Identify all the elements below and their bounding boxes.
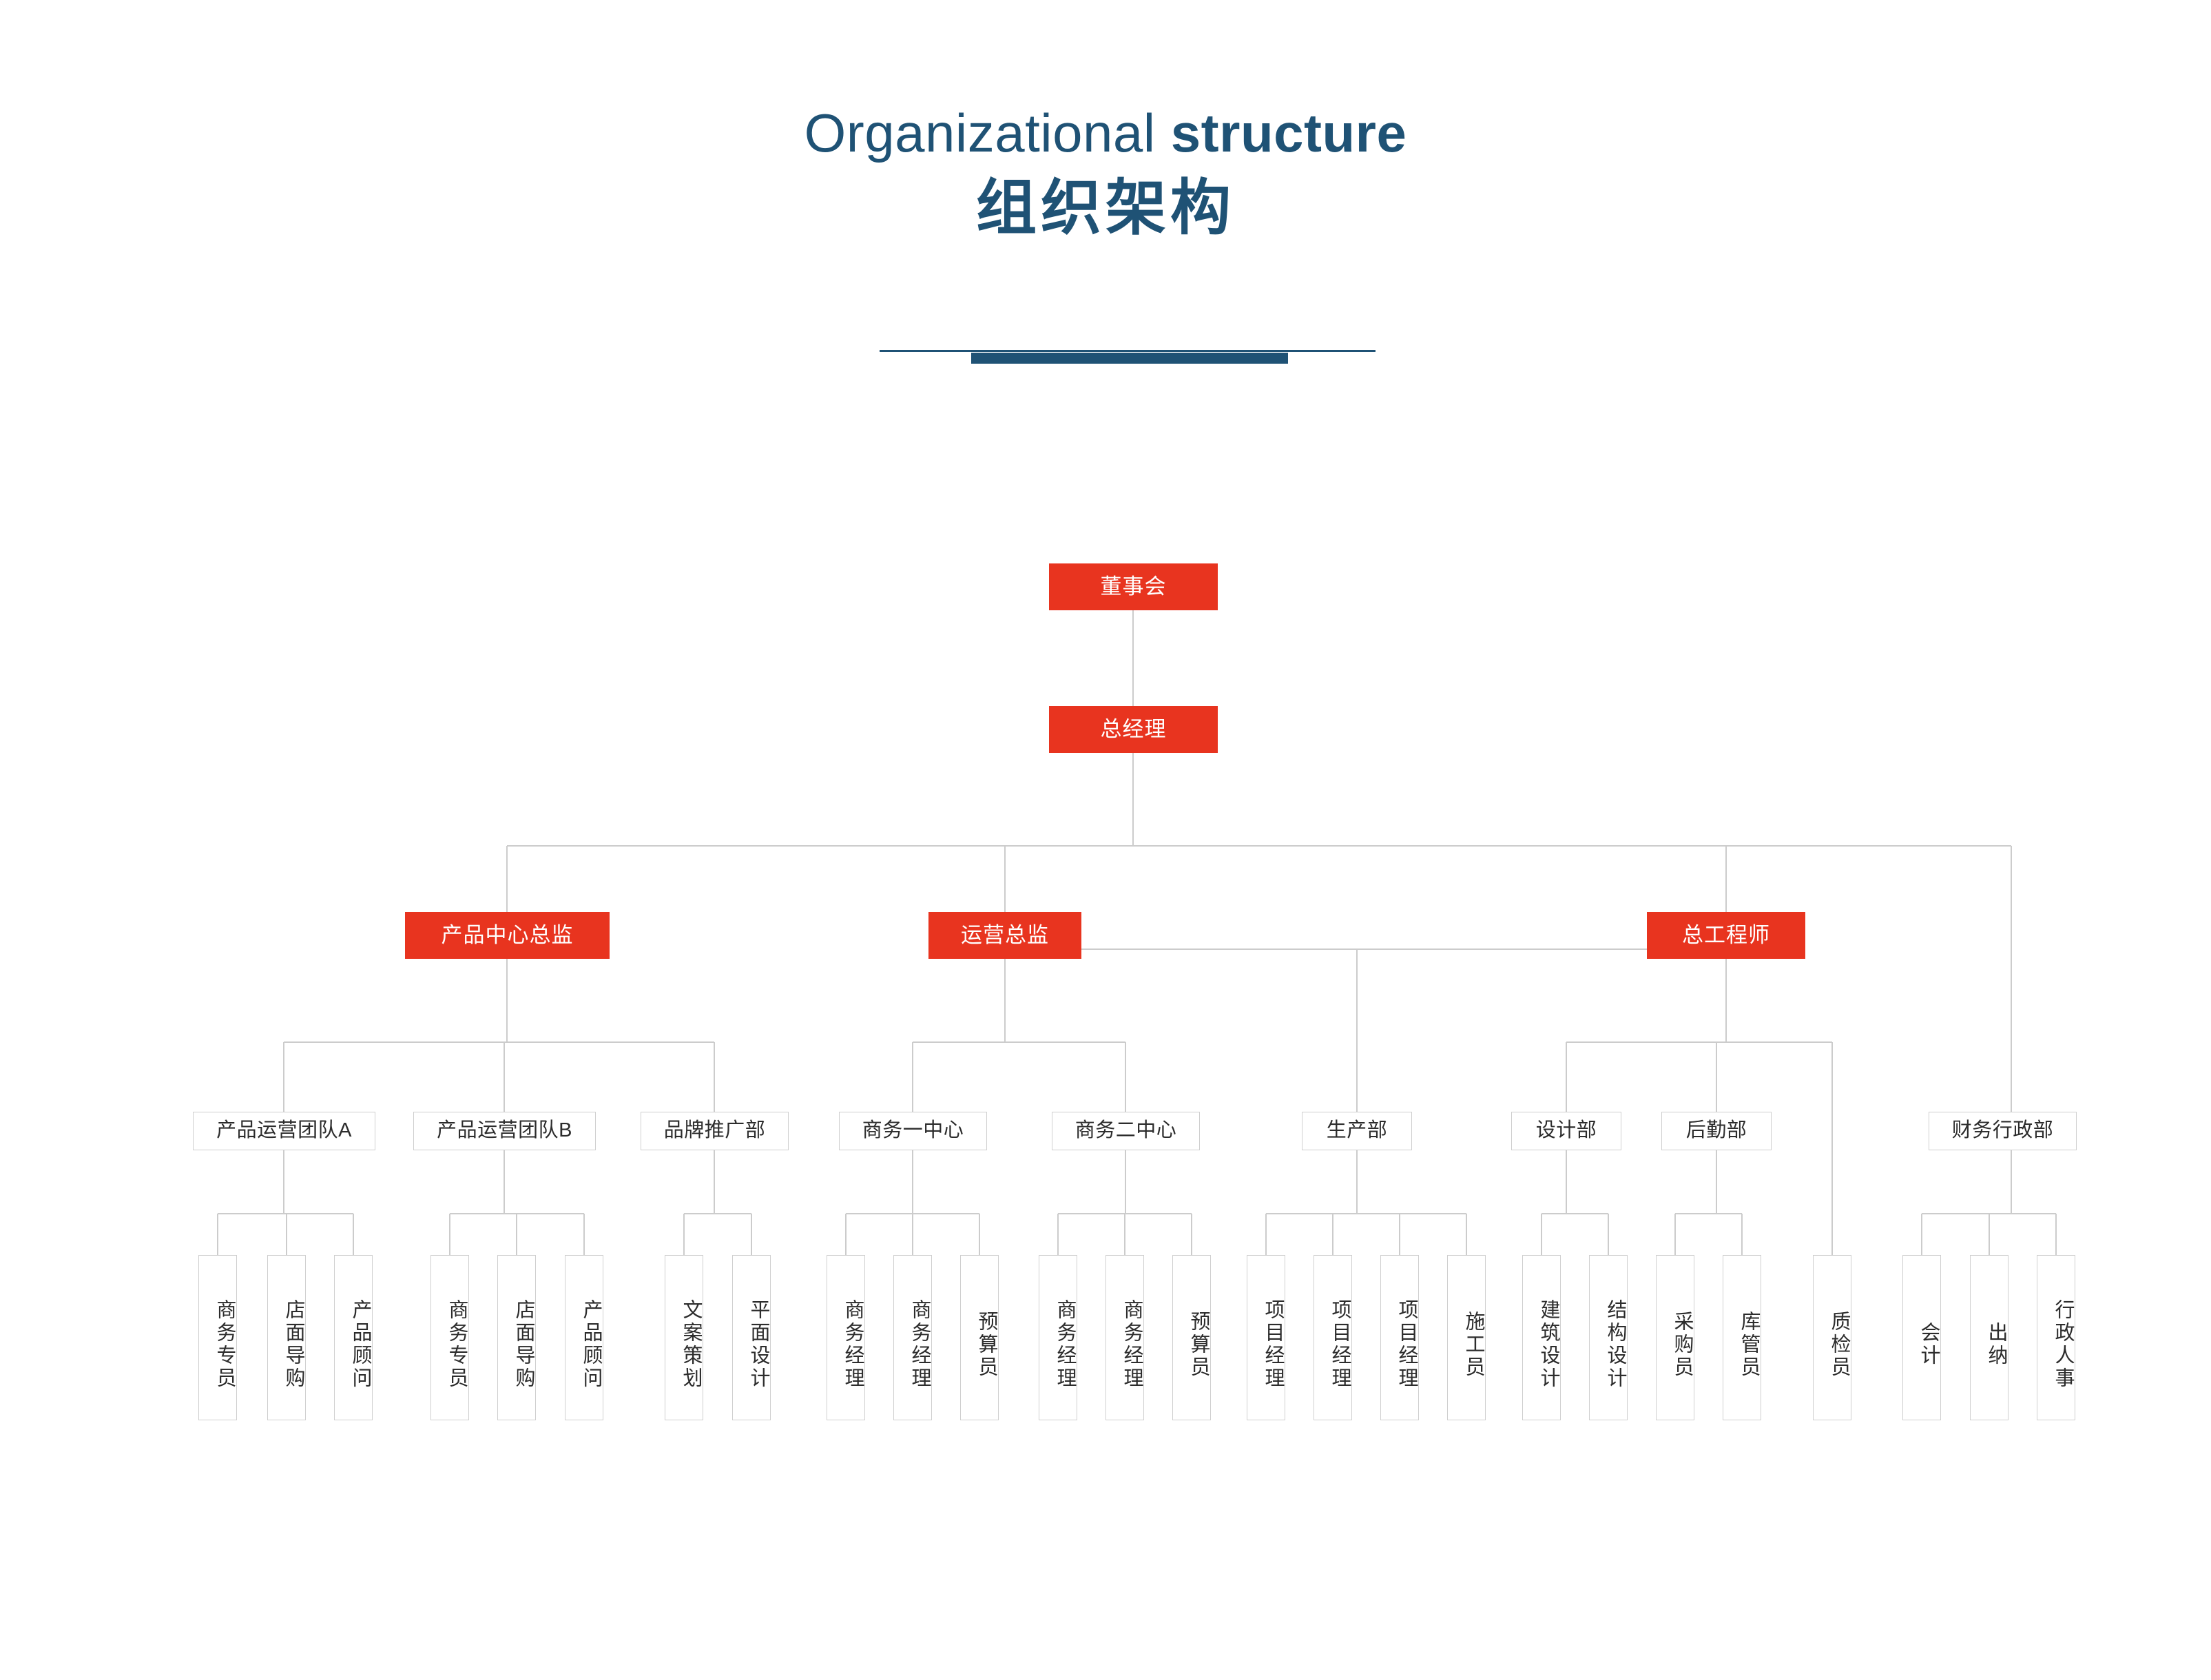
title-english-bold: structure: [1170, 103, 1407, 163]
org-node-label: 产品运营团队A: [216, 1119, 352, 1142]
org-node-label: 产品运营团队B: [437, 1119, 572, 1142]
org-node-r-lg-2[interactable]: 库管员: [1723, 1255, 1761, 1420]
org-node-r-b1-1[interactable]: 商务经理: [827, 1255, 865, 1420]
title-divider: [0, 344, 2211, 369]
org-node-r-b2-2[interactable]: 商务经理: [1106, 1255, 1144, 1420]
org-node-r-b1-3[interactable]: 预算员: [960, 1255, 999, 1420]
org-node-label: 质检员: [1828, 1310, 1850, 1379]
org-node-r-lg-1[interactable]: 采购员: [1656, 1255, 1694, 1420]
org-node-r-b-3[interactable]: 产品顾问: [565, 1255, 603, 1420]
org-node-dir-ops[interactable]: 运营总监: [928, 912, 1081, 959]
org-node-label: 文案策划: [680, 1299, 702, 1390]
org-node-r-pd-2[interactable]: 项目经理: [1314, 1255, 1352, 1420]
org-node-label: 后勤部: [1685, 1119, 1747, 1142]
org-node-gm[interactable]: 总经理: [1049, 706, 1218, 753]
page-header: Organizational structure 组织架构: [0, 103, 2211, 242]
org-node-label: 预算员: [975, 1310, 997, 1379]
org-node-r-b1-2[interactable]: 商务经理: [893, 1255, 932, 1420]
org-node-label: 项目经理: [1395, 1299, 1418, 1390]
org-node-label: 产品中心总监: [441, 922, 574, 947]
org-node-label: 商务专员: [446, 1299, 468, 1390]
org-node-label: 会计: [1918, 1322, 1940, 1367]
org-node-label: 商务经理: [1121, 1299, 1143, 1390]
org-node-label: 商务经理: [842, 1299, 864, 1390]
org-node-label: 董事会: [1100, 574, 1167, 599]
org-node-r-b-2[interactable]: 店面导购: [497, 1255, 536, 1420]
org-node-dept-prod[interactable]: 生产部: [1302, 1112, 1412, 1150]
org-node-r-a-2[interactable]: 店面导购: [267, 1255, 306, 1420]
org-node-r-pd-4[interactable]: 施工员: [1447, 1255, 1486, 1420]
org-node-dept-finance[interactable]: 财务行政部: [1929, 1112, 2077, 1150]
org-node-label: 商务二中心: [1075, 1119, 1177, 1142]
org-node-r-b2-3[interactable]: 预算员: [1172, 1255, 1211, 1420]
org-node-label: 行政人事: [2052, 1299, 2074, 1390]
org-node-label: 出纳: [1985, 1322, 2007, 1367]
page-title-chinese: 组织架构: [975, 174, 1235, 242]
org-node-r-ds-1[interactable]: 建筑设计: [1522, 1255, 1561, 1420]
title-english-light: Organizational: [804, 103, 1156, 163]
org-node-label: 商务专员: [214, 1299, 236, 1390]
org-node-label: 商务一中心: [862, 1119, 964, 1142]
org-node-label: 总工程师: [1682, 922, 1770, 947]
org-node-dept-brand[interactable]: 品牌推广部: [641, 1112, 789, 1150]
org-node-r-br-1[interactable]: 文案策划: [665, 1255, 703, 1420]
org-node-r-ds-2[interactable]: 结构设计: [1589, 1255, 1628, 1420]
org-node-label: 品牌推广部: [663, 1119, 766, 1142]
org-node-label: 运营总监: [961, 922, 1049, 947]
org-node-label: 财务行政部: [1951, 1119, 2054, 1142]
org-node-label: 预算员: [1187, 1310, 1210, 1379]
org-node-label: 店面导购: [282, 1299, 304, 1390]
org-node-dept-logis[interactable]: 后勤部: [1661, 1112, 1772, 1150]
org-node-label: 产品顾问: [349, 1299, 371, 1390]
org-node-label: 库管员: [1738, 1310, 1760, 1379]
org-node-label: 产品顾问: [580, 1299, 602, 1390]
org-node-board[interactable]: 董事会: [1049, 563, 1218, 610]
org-node-label: 建筑设计: [1537, 1299, 1559, 1390]
org-node-r-fn-1[interactable]: 会计: [1902, 1255, 1941, 1420]
org-node-label: 结构设计: [1604, 1299, 1626, 1390]
org-node-r-fn-3[interactable]: 行政人事: [2037, 1255, 2075, 1420]
org-node-r-b-1[interactable]: 商务专员: [430, 1255, 469, 1420]
org-node-r-a-1[interactable]: 商务专员: [198, 1255, 237, 1420]
org-node-r-a-3[interactable]: 产品顾问: [334, 1255, 373, 1420]
org-node-label: 施工员: [1462, 1310, 1484, 1379]
org-node-r-b2-1[interactable]: 商务经理: [1039, 1255, 1077, 1420]
page-title-english: Organizational structure: [0, 103, 2211, 163]
org-node-dept-team-a[interactable]: 产品运营团队A: [193, 1112, 375, 1150]
org-node-label: 项目经理: [1329, 1299, 1351, 1390]
org-node-dir-product[interactable]: 产品中心总监: [405, 912, 610, 959]
org-node-r-br-2[interactable]: 平面设计: [732, 1255, 771, 1420]
org-node-label: 项目经理: [1262, 1299, 1284, 1390]
org-node-label: 商务经理: [1054, 1299, 1076, 1390]
divider-thick-bar: [971, 353, 1288, 364]
org-node-r-fn-2[interactable]: 出纳: [1970, 1255, 2008, 1420]
org-node-dept-biz-2[interactable]: 商务二中心: [1052, 1112, 1200, 1150]
org-node-label: 商务经理: [909, 1299, 931, 1390]
org-node-r-pd-1[interactable]: 项目经理: [1247, 1255, 1285, 1420]
org-node-label: 平面设计: [747, 1299, 769, 1390]
org-node-label: 采购员: [1671, 1310, 1693, 1379]
org-node-label: 设计部: [1535, 1119, 1597, 1142]
divider-thin-line: [880, 350, 1376, 352]
org-node-dept-team-b[interactable]: 产品运营团队B: [413, 1112, 596, 1150]
org-node-dept-design[interactable]: 设计部: [1511, 1112, 1621, 1150]
org-node-r-pd-3[interactable]: 项目经理: [1380, 1255, 1419, 1420]
org-node-label: 总经理: [1100, 716, 1167, 741]
org-node-label: 生产部: [1326, 1119, 1388, 1142]
org-node-r-qc-1[interactable]: 质检员: [1813, 1255, 1851, 1420]
org-node-dir-engineer[interactable]: 总工程师: [1647, 912, 1805, 959]
org-node-dept-biz-1[interactable]: 商务一中心: [839, 1112, 987, 1150]
org-node-label: 店面导购: [512, 1299, 534, 1390]
